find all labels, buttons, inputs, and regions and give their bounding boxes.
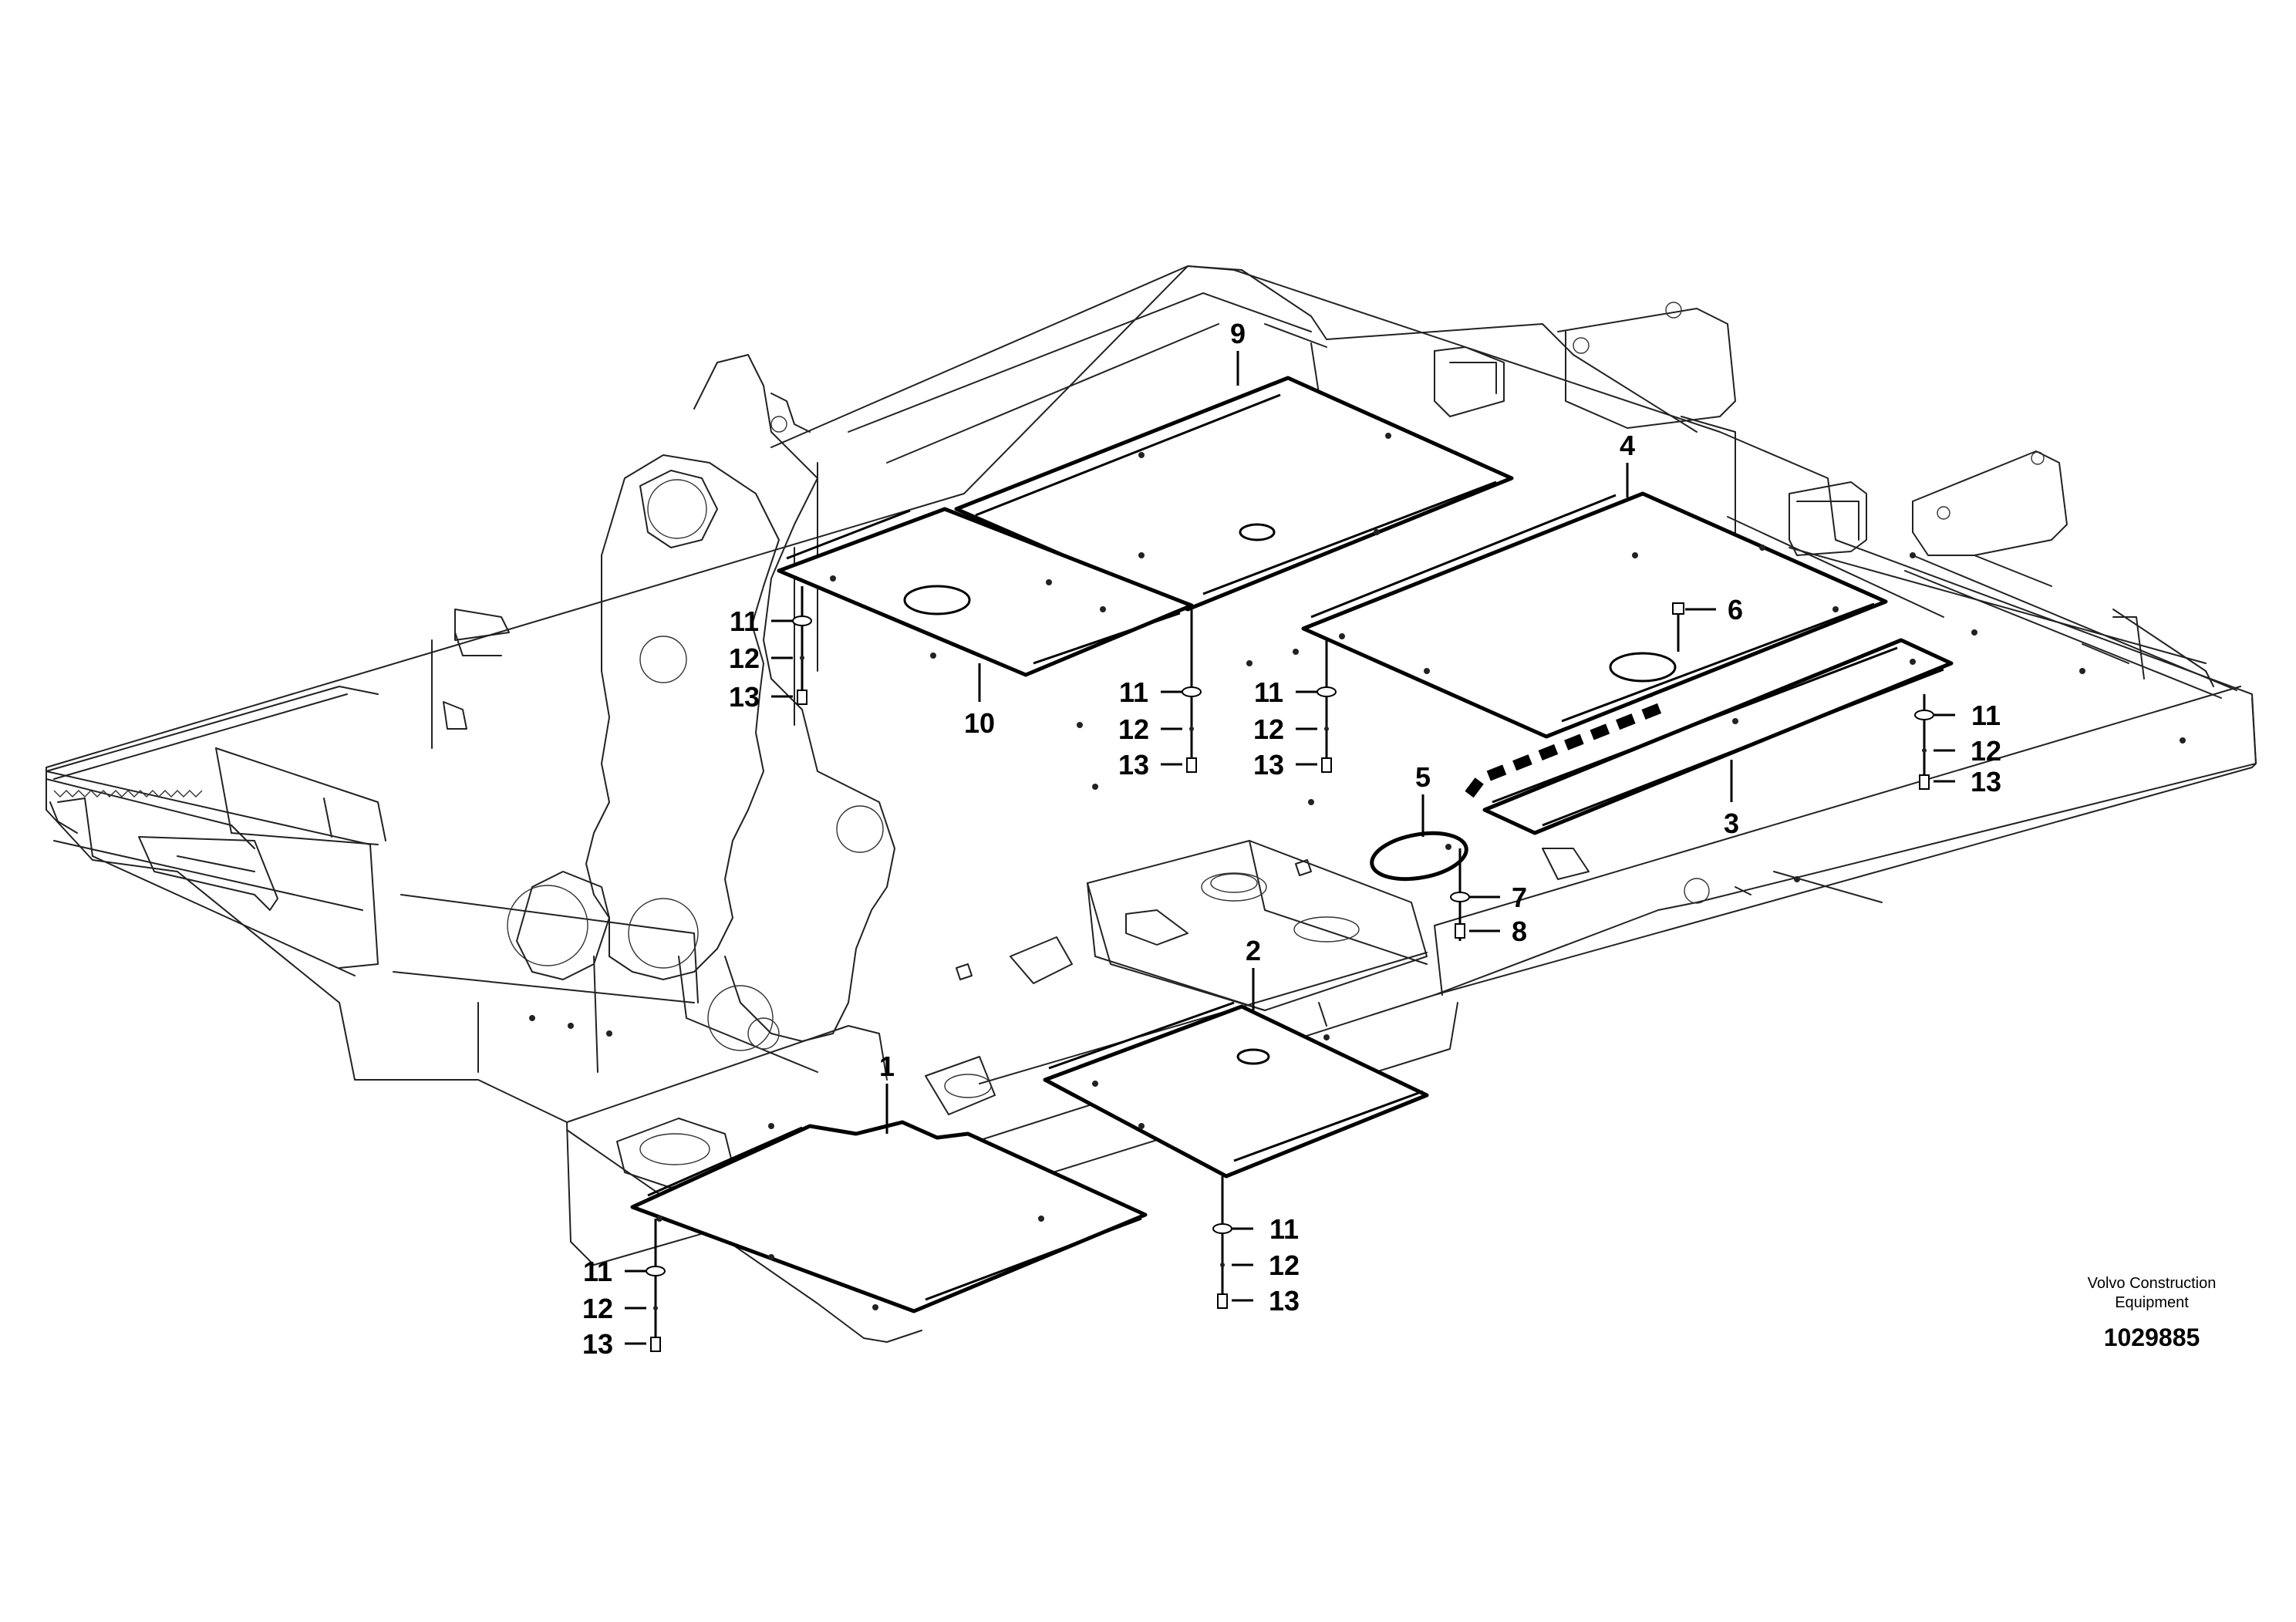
callout-12: 12 (729, 642, 760, 674)
cover-strip-3 (1482, 638, 1954, 835)
callout-11: 11 (1254, 676, 1283, 708)
fastener-stack-right (1914, 694, 1934, 790)
fastener-stack-front-center (1212, 1176, 1232, 1309)
callout-11: 11 (1269, 1213, 1299, 1245)
cover-plate-10 (777, 507, 1194, 677)
callout-labels: 9 10 4 3 5 6 7 8 2 1 11 12 13 11 12 13 1… (582, 318, 2001, 1360)
callout-4: 4 (1620, 430, 1635, 461)
fastener-stack-center (1182, 609, 1202, 773)
callout-6: 6 (1728, 594, 1743, 626)
upper-frame-structure (46, 265, 2257, 1343)
title-block: Volvo Construction Equipment 1029885 (2088, 1275, 2217, 1351)
brand-line-1: Volvo Construction (2088, 1275, 2217, 1292)
callout-11: 11 (1119, 676, 1148, 708)
callout-13: 13 (1253, 749, 1284, 781)
callout-12: 12 (1971, 735, 2001, 767)
callout-5: 5 (1415, 761, 1431, 793)
fastener-stack-left-upper (792, 586, 812, 705)
cover-plate-1 (630, 1120, 1148, 1313)
cover-plate-2 (1043, 1001, 1429, 1179)
callout-9: 9 (1230, 318, 1246, 349)
fastener-stack-right-center (1317, 640, 1337, 773)
callout-13: 13 (1971, 766, 2001, 798)
callout-10: 10 (964, 707, 995, 739)
callout-8: 8 (1512, 916, 1527, 947)
callout-7: 7 (1512, 882, 1527, 913)
callout-12: 12 (1118, 713, 1149, 745)
fastener-part6 (1672, 602, 1684, 652)
callout-11: 11 (730, 605, 759, 637)
drawing-number: 1029885 (2104, 1324, 2200, 1351)
callout-1: 1 (879, 1050, 895, 1082)
callout-13: 13 (729, 681, 760, 713)
fastener-stack-part5 (1450, 848, 1470, 941)
callout-2: 2 (1246, 935, 1261, 966)
callout-3: 3 (1724, 808, 1739, 839)
cover-plate-4 (1301, 491, 1888, 739)
callout-13: 13 (1269, 1285, 1300, 1317)
callout-11: 11 (583, 1256, 612, 1287)
callout-12: 12 (1269, 1249, 1300, 1281)
fastener-stack-front-left (646, 1219, 666, 1352)
leader-lines (625, 351, 1955, 1345)
callout-11: 11 (1971, 700, 2001, 731)
callout-12: 12 (1253, 713, 1284, 745)
callout-13: 13 (1118, 749, 1149, 781)
gasket-dashed-line (1465, 700, 1668, 798)
callout-12: 12 (582, 1293, 613, 1324)
callout-13: 13 (582, 1328, 613, 1360)
oval-cover-5 (1370, 831, 1468, 882)
brand-line-2: Equipment (2115, 1294, 2189, 1311)
